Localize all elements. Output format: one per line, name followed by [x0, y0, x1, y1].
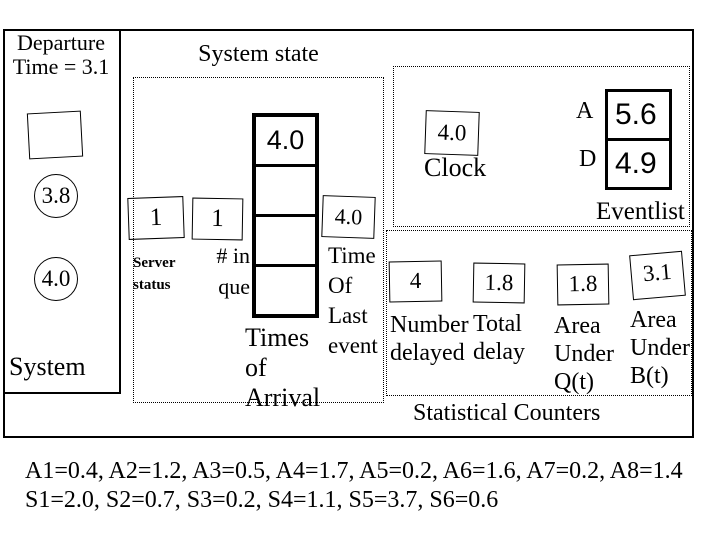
system-state-title: System state: [198, 41, 319, 67]
eventlist-label: Eventlist: [596, 198, 685, 225]
times-of-arrival-queue: 4.0: [252, 113, 319, 318]
server-status-value-box: 1: [127, 196, 185, 240]
eventlist-arrival-value: 5.6: [615, 98, 657, 131]
number-in-queue-label-line1: # in: [216, 243, 250, 268]
times-of-arrival-line3: Arrival: [245, 383, 321, 412]
times-of-arrival-line2: of: [245, 353, 267, 382]
interarrival-service-times: A1=0.4, A2=1.2, A3=0.5, A4=1.7, A5=0.2, …: [25, 457, 683, 515]
area-under-bt-label-line3: B(t): [630, 363, 669, 389]
area-under-bt-value-box: 3.1: [629, 250, 686, 301]
server-status-label: Server status: [133, 252, 175, 296]
eventlist-departure-value: 4.9: [608, 138, 669, 187]
system-state-dotted-box: [133, 77, 384, 403]
total-delay-label-line1: Total: [473, 311, 522, 337]
system-panel: [3, 29, 121, 394]
departure-time-line1: Departure: [17, 30, 105, 55]
area-under-qt-label-line2: Under: [554, 341, 614, 367]
departure-time-line2: Time = 3.1: [12, 54, 110, 79]
times-of-arrival-line1: Times: [245, 323, 310, 352]
area-under-qt-value-box: 1.8: [556, 263, 610, 306]
time-of-last-event-line3: Last: [328, 303, 368, 328]
number-delayed-value-box: 4: [388, 260, 443, 303]
time-of-last-event-label: Time Of Last event: [328, 241, 378, 361]
eventlist-box: 5.6 4.9: [605, 89, 672, 190]
server-status-label-line2: status: [133, 277, 171, 293]
eventlist-key-arrival: A: [576, 98, 594, 124]
clock-eventlist-dotted-box: [393, 66, 690, 227]
clock-label: Clock: [424, 153, 487, 182]
total-delay-value-box: 1.8: [472, 262, 526, 304]
service-times-line: S1=2.0, S2=0.7, S3=0.2, S4=1.1, S5=3.7, …: [25, 487, 499, 513]
area-under-qt-label-line3: Q(t): [554, 369, 594, 395]
area-under-bt-label: Area Under B(t): [630, 306, 690, 390]
customer-circle-in-service: 3.8: [34, 174, 78, 218]
queue-cell: [256, 164, 315, 214]
system-panel-label: System: [9, 352, 86, 381]
queue-cell: [256, 264, 315, 314]
number-delayed-label: Number delayed: [390, 311, 469, 367]
number-in-queue-label: # in que: [194, 240, 250, 302]
statistical-counters-dotted-box: [386, 230, 692, 396]
customer-circle-in-queue: 4.0: [34, 257, 78, 301]
area-under-qt-label: Area Under Q(t): [554, 312, 614, 396]
interarrival-times-line: A1=0.4, A2=1.2, A3=0.5, A4=1.7, A5=0.2, …: [25, 458, 683, 484]
time-of-last-event-line4: event: [328, 333, 378, 358]
times-of-arrival-label: Times of Arrival: [245, 323, 320, 413]
queue-cell: 4.0: [266, 125, 305, 155]
clock-value-box: 4.0: [424, 110, 480, 156]
queue-cell: [256, 214, 315, 264]
diagram-outer-frame: [3, 29, 694, 438]
eventlist-key-departure: D: [579, 146, 597, 172]
total-delay-label: Total delay: [473, 310, 525, 366]
area-under-bt-label-line2: Under: [630, 335, 690, 361]
number-in-queue-label-line2: que: [218, 274, 250, 299]
time-of-last-event-line1: Time: [328, 243, 376, 268]
statistical-counters-label: Statistical Counters: [413, 400, 601, 426]
area-under-bt-label-line1: Area: [630, 307, 677, 333]
number-delayed-label-line2: delayed: [390, 340, 465, 366]
customer-square: [26, 110, 84, 160]
time-of-last-event-line2: Of: [328, 273, 353, 298]
total-delay-label-line2: delay: [473, 339, 525, 365]
number-in-queue-value-box: 1: [191, 197, 244, 241]
departure-time-label: Departure Time = 3.1: [4, 31, 118, 79]
server-status-label-line1: Server: [133, 255, 176, 271]
number-delayed-label-line1: Number: [390, 312, 469, 338]
area-under-qt-label-line1: Area: [554, 313, 601, 339]
time-of-last-event-value-box: 4.0: [321, 195, 376, 239]
